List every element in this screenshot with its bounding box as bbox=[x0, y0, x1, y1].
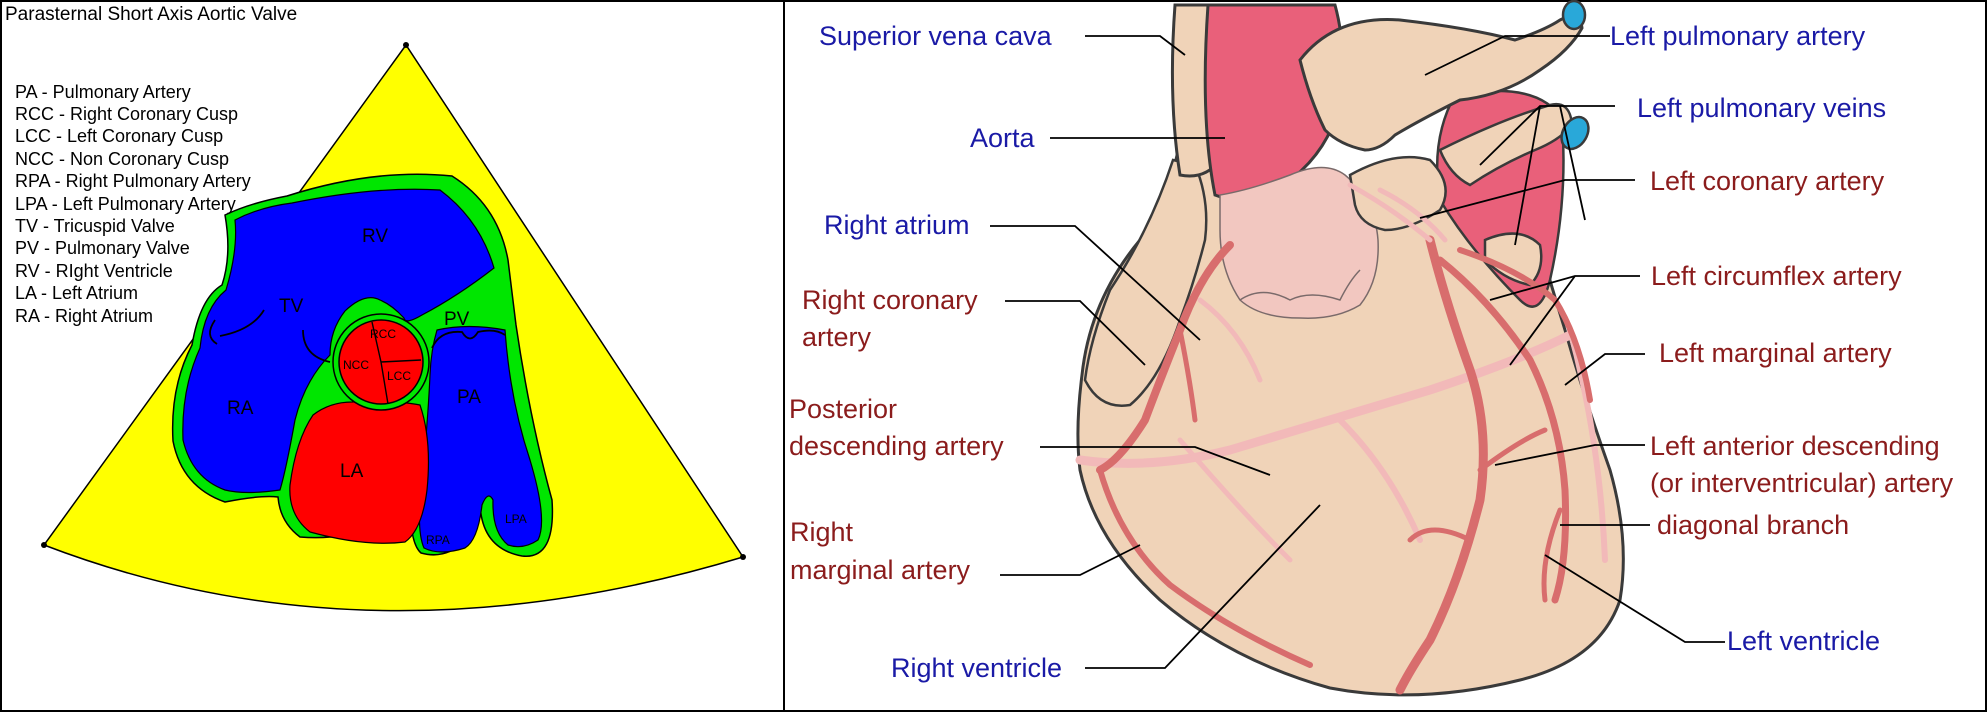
right-coronary-artery-vessel bbox=[1096, 241, 1234, 474]
posterior-vessel bbox=[1377, 187, 1448, 243]
leader-left-pulmonary-veins bbox=[1479, 105, 1615, 246]
label-rcc: RCC bbox=[370, 327, 396, 341]
left-marginal-vessel bbox=[1457, 247, 1593, 403]
pulmonary-root-lip bbox=[1348, 155, 1447, 232]
leader-posterior-descending-artery bbox=[1040, 446, 1271, 476]
left-panel-title: Parasternal Short Axis Aortic Valve bbox=[5, 4, 297, 25]
label-left-coronary-artery: Left coronary artery bbox=[1650, 166, 1885, 196]
label-right-coronary-artery-line2: artery bbox=[802, 322, 872, 352]
legend: PA - Pulmonary Artery RCC - Right Corona… bbox=[15, 82, 251, 326]
label-pv: PV bbox=[444, 309, 470, 330]
heart-diagram: Superior vena cava Aorta Right atrium Ri… bbox=[789, 0, 1954, 697]
label-right-coronary-artery-line1: Right coronary bbox=[802, 285, 978, 315]
pulmonary-artery-lumen bbox=[1561, 0, 1587, 31]
label-right-ventricle: Right ventricle bbox=[891, 653, 1062, 683]
label-left-ventricle: Left ventricle bbox=[1727, 626, 1880, 656]
legend-item: NCC - Non Coronary Cusp bbox=[15, 149, 229, 169]
rca-branch bbox=[1177, 327, 1198, 423]
sector-apex-dot bbox=[403, 42, 409, 48]
pulmonary-valve-leaflets bbox=[431, 329, 506, 349]
legend-item: LA - Left Atrium bbox=[15, 283, 138, 303]
label-lpa: LPA bbox=[505, 512, 527, 526]
label-pa: PA bbox=[457, 387, 481, 408]
legend-item: LPA - Left Pulmonary Artery bbox=[15, 194, 236, 214]
lad-branch bbox=[1407, 527, 1473, 543]
label-aorta: Aorta bbox=[970, 123, 1036, 153]
label-left-pulmonary-veins: Left pulmonary veins bbox=[1637, 93, 1886, 123]
label-left-pulmonary-artery: Left pulmonary artery bbox=[1610, 21, 1866, 51]
ra-notch bbox=[209, 319, 218, 345]
label-rpa: RPA bbox=[426, 533, 450, 547]
label-ncc: NCC bbox=[343, 358, 369, 372]
tricuspid-leaflet-1 bbox=[219, 309, 265, 337]
leader-right-atrium bbox=[990, 225, 1201, 341]
label-ra: RA bbox=[227, 398, 254, 419]
label-right-atrium: Right atrium bbox=[824, 210, 970, 240]
label-rv: RV bbox=[362, 226, 388, 247]
right-heart-chambers bbox=[182, 188, 495, 494]
label-right-marginal-artery-line1: Right bbox=[790, 517, 854, 547]
posterior-vessel bbox=[1337, 417, 1423, 543]
posterior-vessel bbox=[1075, 330, 1575, 468]
leader-left-ventricle bbox=[1544, 554, 1725, 643]
legend-item: TV - Tricuspid Valve bbox=[15, 216, 175, 236]
label-posterior-descending-artery-line1: Posterior bbox=[789, 394, 897, 424]
leader-left-pulmonary-artery bbox=[1424, 35, 1610, 76]
diagonal-subbranch bbox=[1541, 507, 1563, 603]
label-tv: TV bbox=[279, 296, 304, 317]
leader-left-marginal-artery bbox=[1564, 353, 1645, 386]
label-left-circumflex-artery: Left circumflex artery bbox=[1651, 261, 1902, 291]
label-superior-vena-cava: Superior vena cava bbox=[819, 21, 1053, 51]
tricuspid-leaflet-2 bbox=[302, 329, 331, 363]
leader-left-coronary-artery bbox=[1419, 179, 1635, 219]
left-atrium bbox=[289, 400, 430, 544]
label-left-marginal-artery: Left marginal artery bbox=[1659, 338, 1892, 368]
leader-right-marginal-artery bbox=[1000, 544, 1141, 576]
legend-item: RV - RIght Ventricle bbox=[15, 261, 173, 281]
legend-item: PV - Pulmonary Valve bbox=[15, 238, 190, 258]
legend-item: RCC - Right Coronary Cusp bbox=[15, 104, 238, 124]
pulmonary-trunk-shape bbox=[1298, 14, 1584, 152]
lad-branch bbox=[1477, 427, 1548, 473]
leader-superior-vena-cava bbox=[1085, 35, 1186, 56]
label-la: LA bbox=[340, 461, 364, 482]
label-right-marginal-artery-line2: marginal artery bbox=[790, 555, 971, 585]
legend-item: PA - Pulmonary Artery bbox=[15, 82, 191, 102]
aortic-cusp-lines bbox=[1239, 269, 1361, 301]
legend-item: RA - Right Atrium bbox=[15, 306, 153, 326]
left-main-vessel bbox=[1347, 182, 1433, 243]
sector-left-dot bbox=[41, 542, 47, 548]
leader-right-coronary-artery bbox=[1005, 300, 1146, 366]
leader-right-ventricle bbox=[1085, 504, 1321, 669]
right-atrium-shape bbox=[1083, 158, 1208, 407]
leader-left-anterior-descending-artery bbox=[1494, 444, 1645, 466]
right-marginal-artery-vessel bbox=[1097, 467, 1313, 668]
posterior-vessel bbox=[1567, 327, 1608, 563]
label-posterior-descending-artery-line2: descending artery bbox=[789, 431, 1004, 461]
leader-left-circumflex-artery bbox=[1489, 275, 1640, 366]
sector-right-dot bbox=[740, 554, 746, 560]
label-left-anterior-descending-line2: (or interventricular) artery bbox=[1650, 468, 1954, 498]
label-left-anterior-descending-line1: Left anterior descending bbox=[1650, 431, 1940, 461]
left-anterior-descending-vessel bbox=[1395, 235, 1488, 695]
valve-commissures bbox=[371, 321, 422, 405]
posterior-vessel bbox=[1197, 297, 1263, 383]
legend-item: RPA - Right Pulmonary Artery bbox=[15, 171, 251, 191]
label-lcc: LCC bbox=[387, 369, 411, 383]
label-diagonal-branch: diagonal branch bbox=[1657, 510, 1849, 540]
echo-diagram: Parasternal Short Axis Aortic Valve RV T… bbox=[5, 4, 746, 612]
diagonal-branch-vessel bbox=[1436, 256, 1570, 604]
legend-item: LCC - Left Coronary Cusp bbox=[15, 126, 223, 146]
